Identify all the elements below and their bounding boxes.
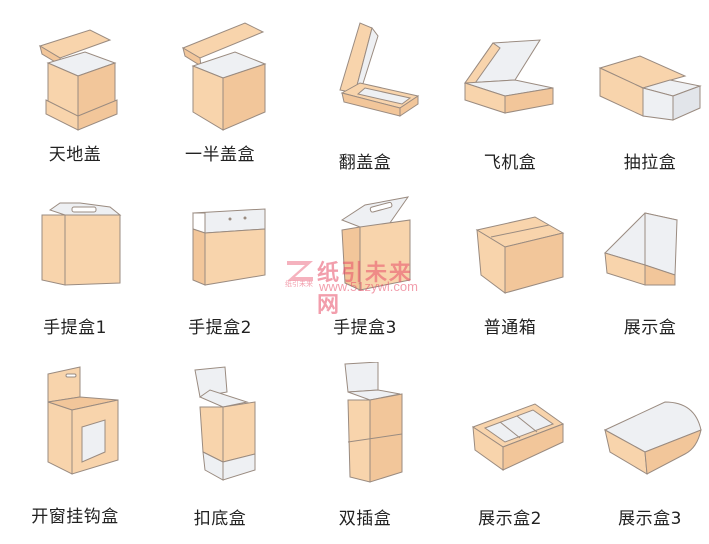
- watermark-title: 纸引未来网: [317, 261, 414, 318]
- box-mailer: 飞机盒: [445, 8, 575, 188]
- half-lid-box-icon: [181, 22, 267, 131]
- box-label: 开窗挂钩盒: [31, 507, 119, 527]
- box-display: 展示盒: [585, 185, 709, 365]
- box-label: 翻盖盒: [338, 153, 392, 173]
- watermark-logo-icon: [287, 261, 313, 281]
- handle-box-1-icon: [41, 202, 122, 286]
- box-handle-3: 手提盒3: [300, 185, 430, 365]
- box-label: 一半盖盒: [185, 145, 255, 165]
- display-box-3-icon: [603, 401, 702, 475]
- box-tuck-end: 双插盒: [300, 362, 430, 542]
- box-tiandi-lid: 天地盖: [10, 8, 140, 188]
- box-label: 手提盒2: [188, 318, 252, 338]
- box-label: 手提盒1: [43, 318, 107, 338]
- box-lock-bottom: 扣底盒: [155, 362, 285, 542]
- drawer-box-icon: [598, 55, 702, 121]
- box-label: 展示盒: [623, 318, 677, 338]
- handle-box-3-icon: [340, 196, 411, 291]
- box-label: 飞机盒: [483, 153, 537, 173]
- handle-box-2-icon: [192, 208, 266, 286]
- box-label: 手提盒3: [333, 318, 397, 338]
- tuck-end-box-icon: [344, 362, 403, 483]
- box-label: 普通箱: [483, 318, 537, 338]
- box-label: 双插盒: [338, 509, 392, 529]
- box-label: 扣底盒: [193, 509, 247, 529]
- box-drawer: 抽拉盒: [585, 8, 709, 188]
- window-hanger-box-icon: [47, 366, 119, 475]
- box-regular-carton: 普通箱: [445, 185, 575, 365]
- box-label: 展示盒3: [618, 509, 682, 529]
- tiandi-lid-box-icon: [38, 29, 118, 131]
- watermark-url: www.51zywl.com: [319, 279, 418, 294]
- display-box-2-icon: [471, 403, 565, 471]
- lock-bottom-box-icon: [194, 366, 256, 481]
- box-half-lid: 一半盖盒: [155, 8, 285, 188]
- box-handle-2: 手提盒2: [155, 185, 285, 365]
- box-handle-1: 手提盒1: [10, 185, 140, 365]
- box-label: 抽拉盒: [623, 153, 677, 173]
- box-label: 天地盖: [48, 145, 102, 165]
- box-window-hanger: 开窗挂钩盒: [10, 362, 140, 542]
- flip-lid-box-icon: [339, 22, 420, 117]
- box-display-3: 展示盒3: [585, 362, 709, 542]
- display-box-icon: [604, 212, 678, 286]
- box-flip-lid: 翻盖盒: [300, 8, 430, 188]
- watermark-logo-text: 纸引未来: [285, 280, 313, 288]
- regular-carton-icon: [475, 216, 565, 294]
- mailer-box-icon: [463, 39, 554, 114]
- box-display-2: 展示盒2: [445, 362, 575, 542]
- watermark: 纸引未来 纸引未来网 www.51zywl.com: [285, 255, 435, 318]
- box-label: 展示盒2: [478, 509, 542, 529]
